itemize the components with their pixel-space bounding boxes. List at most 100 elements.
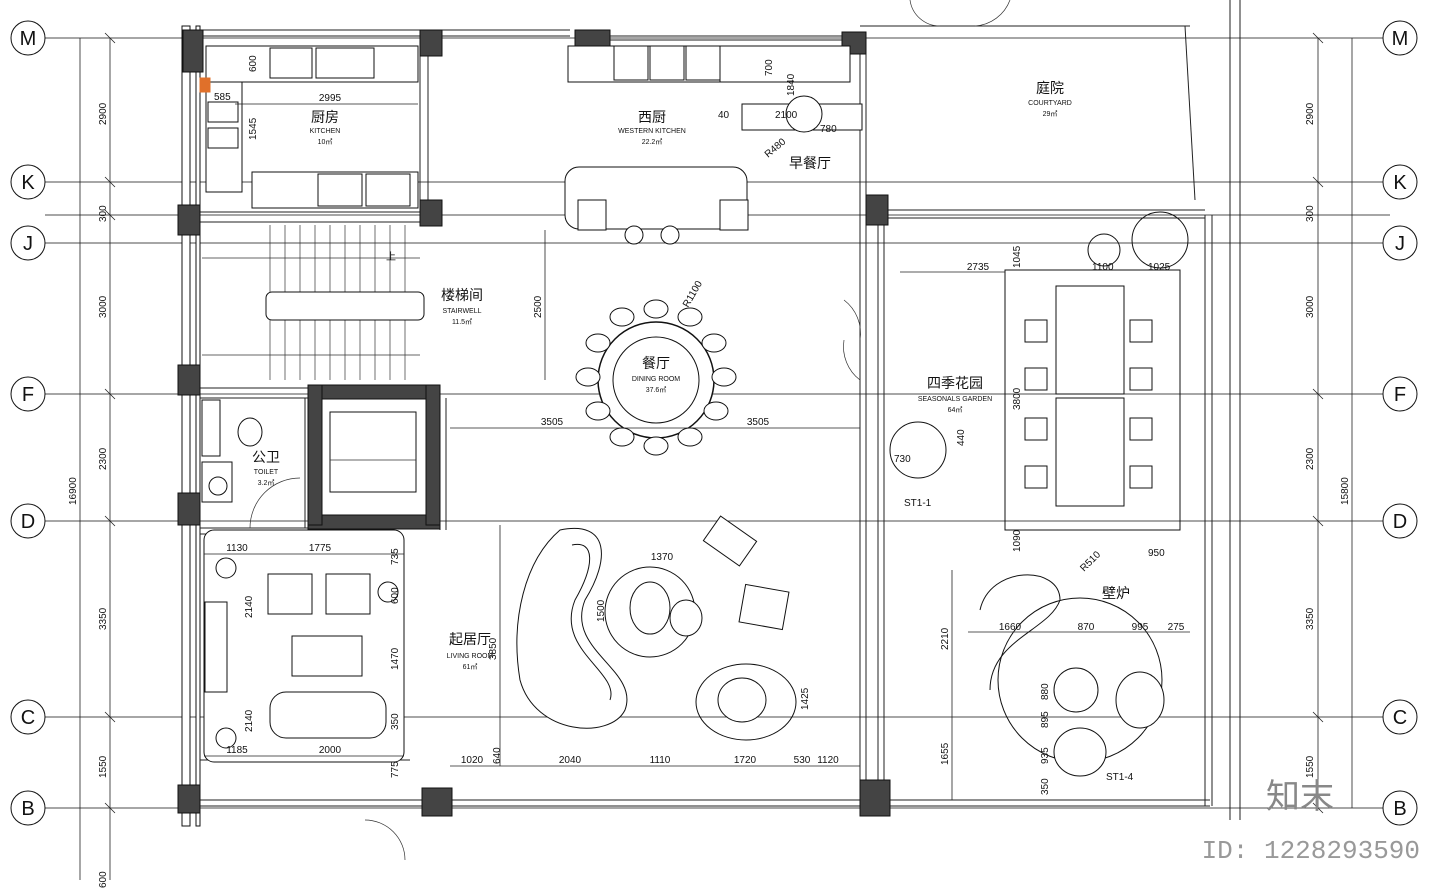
dim-garden-995: 995 xyxy=(1132,622,1149,633)
grid-bubble-left-d: D xyxy=(10,503,46,539)
dim-liv-1110: 1110 xyxy=(650,755,671,766)
stairwell-label: 楼梯间 xyxy=(441,287,483,303)
dim-garden-1025: 1025 xyxy=(1148,262,1171,273)
dining-table xyxy=(575,299,737,456)
kitchen-label: 厨房 xyxy=(311,109,339,125)
dim-lr-1130: 1130 xyxy=(226,543,248,554)
fireplace-label: 壁炉 xyxy=(1102,585,1130,601)
courtyard-label: 庭院 xyxy=(1036,80,1064,96)
dim-dining-2500: 2500 xyxy=(533,295,544,318)
grid-bubble-left-f: F xyxy=(10,376,46,412)
room-breakfast: 早餐厅 xyxy=(789,155,831,171)
room-courtyard: 庭院 COURTYARD 29㎡ xyxy=(1028,80,1072,118)
dim-wk-r480: R480 xyxy=(763,136,789,160)
grid-bubble-left-b: B xyxy=(10,790,46,826)
doors xyxy=(249,0,1011,861)
western-kitchen-label: 西厨 xyxy=(638,109,666,125)
room-garden: 四季花园 SEASONALS GARDEN 64㎡ xyxy=(918,375,992,414)
dim-dining-3505b: 3505 xyxy=(747,417,770,428)
dim-garden-1045: 1045 xyxy=(1012,245,1023,268)
svg-text:11.5㎡: 11.5㎡ xyxy=(452,318,472,326)
dim-right-300: 300 xyxy=(1305,205,1316,222)
dim-liv-1120: 1120 xyxy=(817,755,839,766)
dim-left-2900: 2900 xyxy=(98,102,109,125)
dim-right-3350: 3350 xyxy=(1305,607,1316,630)
symbol-st1-1: ST1-1 xyxy=(904,498,932,509)
svg-text:K: K xyxy=(1393,172,1407,194)
dim-left-1550: 1550 xyxy=(98,755,109,778)
elevator xyxy=(321,398,427,516)
grid-bubble-right-f: F xyxy=(1382,376,1418,412)
grid-bubble-right-k: K xyxy=(1382,164,1418,200)
dim-left-300: 300 xyxy=(98,205,109,222)
dim-garden-950: 950 xyxy=(1148,548,1165,559)
grid-bubble-right-c: C xyxy=(1382,699,1418,735)
dim-liv-1720: 1720 xyxy=(734,755,757,766)
dim-lr-600: 600 xyxy=(390,587,401,604)
dim-garden-1100: 1100 xyxy=(1092,262,1114,273)
svg-text:3.2㎡: 3.2㎡ xyxy=(258,479,275,487)
dim-garden-1660: 1660 xyxy=(999,622,1022,633)
dim-garden-730: 730 xyxy=(894,454,911,465)
room-stairwell: 楼梯间 STAIRWELL 11.5㎡ xyxy=(441,287,483,326)
svg-text:C: C xyxy=(21,707,35,729)
dim-garden-880: 880 xyxy=(1040,683,1051,700)
room-western-kitchen: 西厨 WESTERN KITCHEN 22.2㎡ xyxy=(618,109,686,146)
svg-text:B: B xyxy=(1393,798,1406,820)
toilet-fixtures xyxy=(201,399,263,503)
outer-walls xyxy=(181,0,1241,827)
svg-text:J: J xyxy=(1395,233,1405,255)
dim-garden-935: 935 xyxy=(1040,747,1051,764)
dim-wk-1840: 1840 xyxy=(786,73,797,96)
dining-label: 餐厅 xyxy=(642,355,670,371)
dim-liv-1020: 1020 xyxy=(461,755,484,766)
kitchen-fixtures xyxy=(199,45,419,209)
dim-kitchen-counter: 600 xyxy=(248,55,259,72)
svg-text:37.6㎡: 37.6㎡ xyxy=(646,386,667,394)
svg-text:D: D xyxy=(1393,511,1407,533)
svg-text:61㎡: 61㎡ xyxy=(463,663,478,671)
dim-dining-r1100: R1100 xyxy=(681,279,705,310)
room-dining: 餐厅 DINING ROOM 37.6㎡ xyxy=(632,355,680,394)
svg-text:K: K xyxy=(21,172,35,194)
dim-kitchen-small: 585 xyxy=(214,92,231,103)
dim-lr-350: 350 xyxy=(390,713,401,730)
dim-garden-895: 895 xyxy=(1040,711,1051,728)
toilet-label: 公卫 xyxy=(252,449,280,465)
svg-text:WESTERN KITCHEN: WESTERN KITCHEN xyxy=(618,128,686,135)
dim-left-600: 600 xyxy=(98,871,109,888)
watermark-brand: 知末 xyxy=(1266,778,1334,816)
svg-text:COURTYARD: COURTYARD xyxy=(1028,100,1072,107)
living-label: 起居厅 xyxy=(449,631,491,647)
grid-bubble-right-j: J xyxy=(1382,225,1418,261)
dim-kitchen-top: 2995 xyxy=(319,93,342,104)
svg-text:29㎡: 29㎡ xyxy=(1043,110,1058,118)
dim-wk-2100: 2100 xyxy=(775,110,798,121)
dim-liv-3850: 3850 xyxy=(488,637,499,660)
interior-walls xyxy=(200,36,1205,800)
grid-bubble-left-c: C xyxy=(10,699,46,735)
dim-garden-1090: 1090 xyxy=(1012,529,1023,552)
dim-left-total: 16900 xyxy=(68,477,79,505)
dim-liv-1425: 1425 xyxy=(800,687,811,710)
svg-text:M: M xyxy=(20,28,37,50)
dim-wk-780: 780 xyxy=(820,124,837,135)
svg-text:J: J xyxy=(23,233,33,255)
svg-text:F: F xyxy=(22,384,34,406)
symbol-st1-4: ST1-4 xyxy=(1106,772,1134,783)
grid-bubble-right-m: M xyxy=(1382,20,1418,56)
svg-text:STAIRWELL: STAIRWELL xyxy=(442,308,481,315)
svg-text:F: F xyxy=(1394,384,1406,406)
dim-right-1550: 1550 xyxy=(1305,755,1316,778)
dim-garden-2210: 2210 xyxy=(940,627,951,650)
dim-left-3000: 3000 xyxy=(98,295,109,318)
stairs: 上 xyxy=(202,225,425,380)
dim-lr-2000: 2000 xyxy=(319,745,342,756)
dim-garden-870: 870 xyxy=(1078,622,1095,633)
dim-garden-3800: 3800 xyxy=(1012,387,1023,410)
grid-bubble-right-b: B xyxy=(1382,790,1418,826)
dim-right-total: 15800 xyxy=(1340,477,1351,505)
room-toilet: 公卫 TOILET 3.2㎡ xyxy=(252,449,280,487)
svg-text:SEASONALS GARDEN: SEASONALS GARDEN xyxy=(918,396,992,403)
dim-lr-2140a: 2140 xyxy=(244,595,255,618)
